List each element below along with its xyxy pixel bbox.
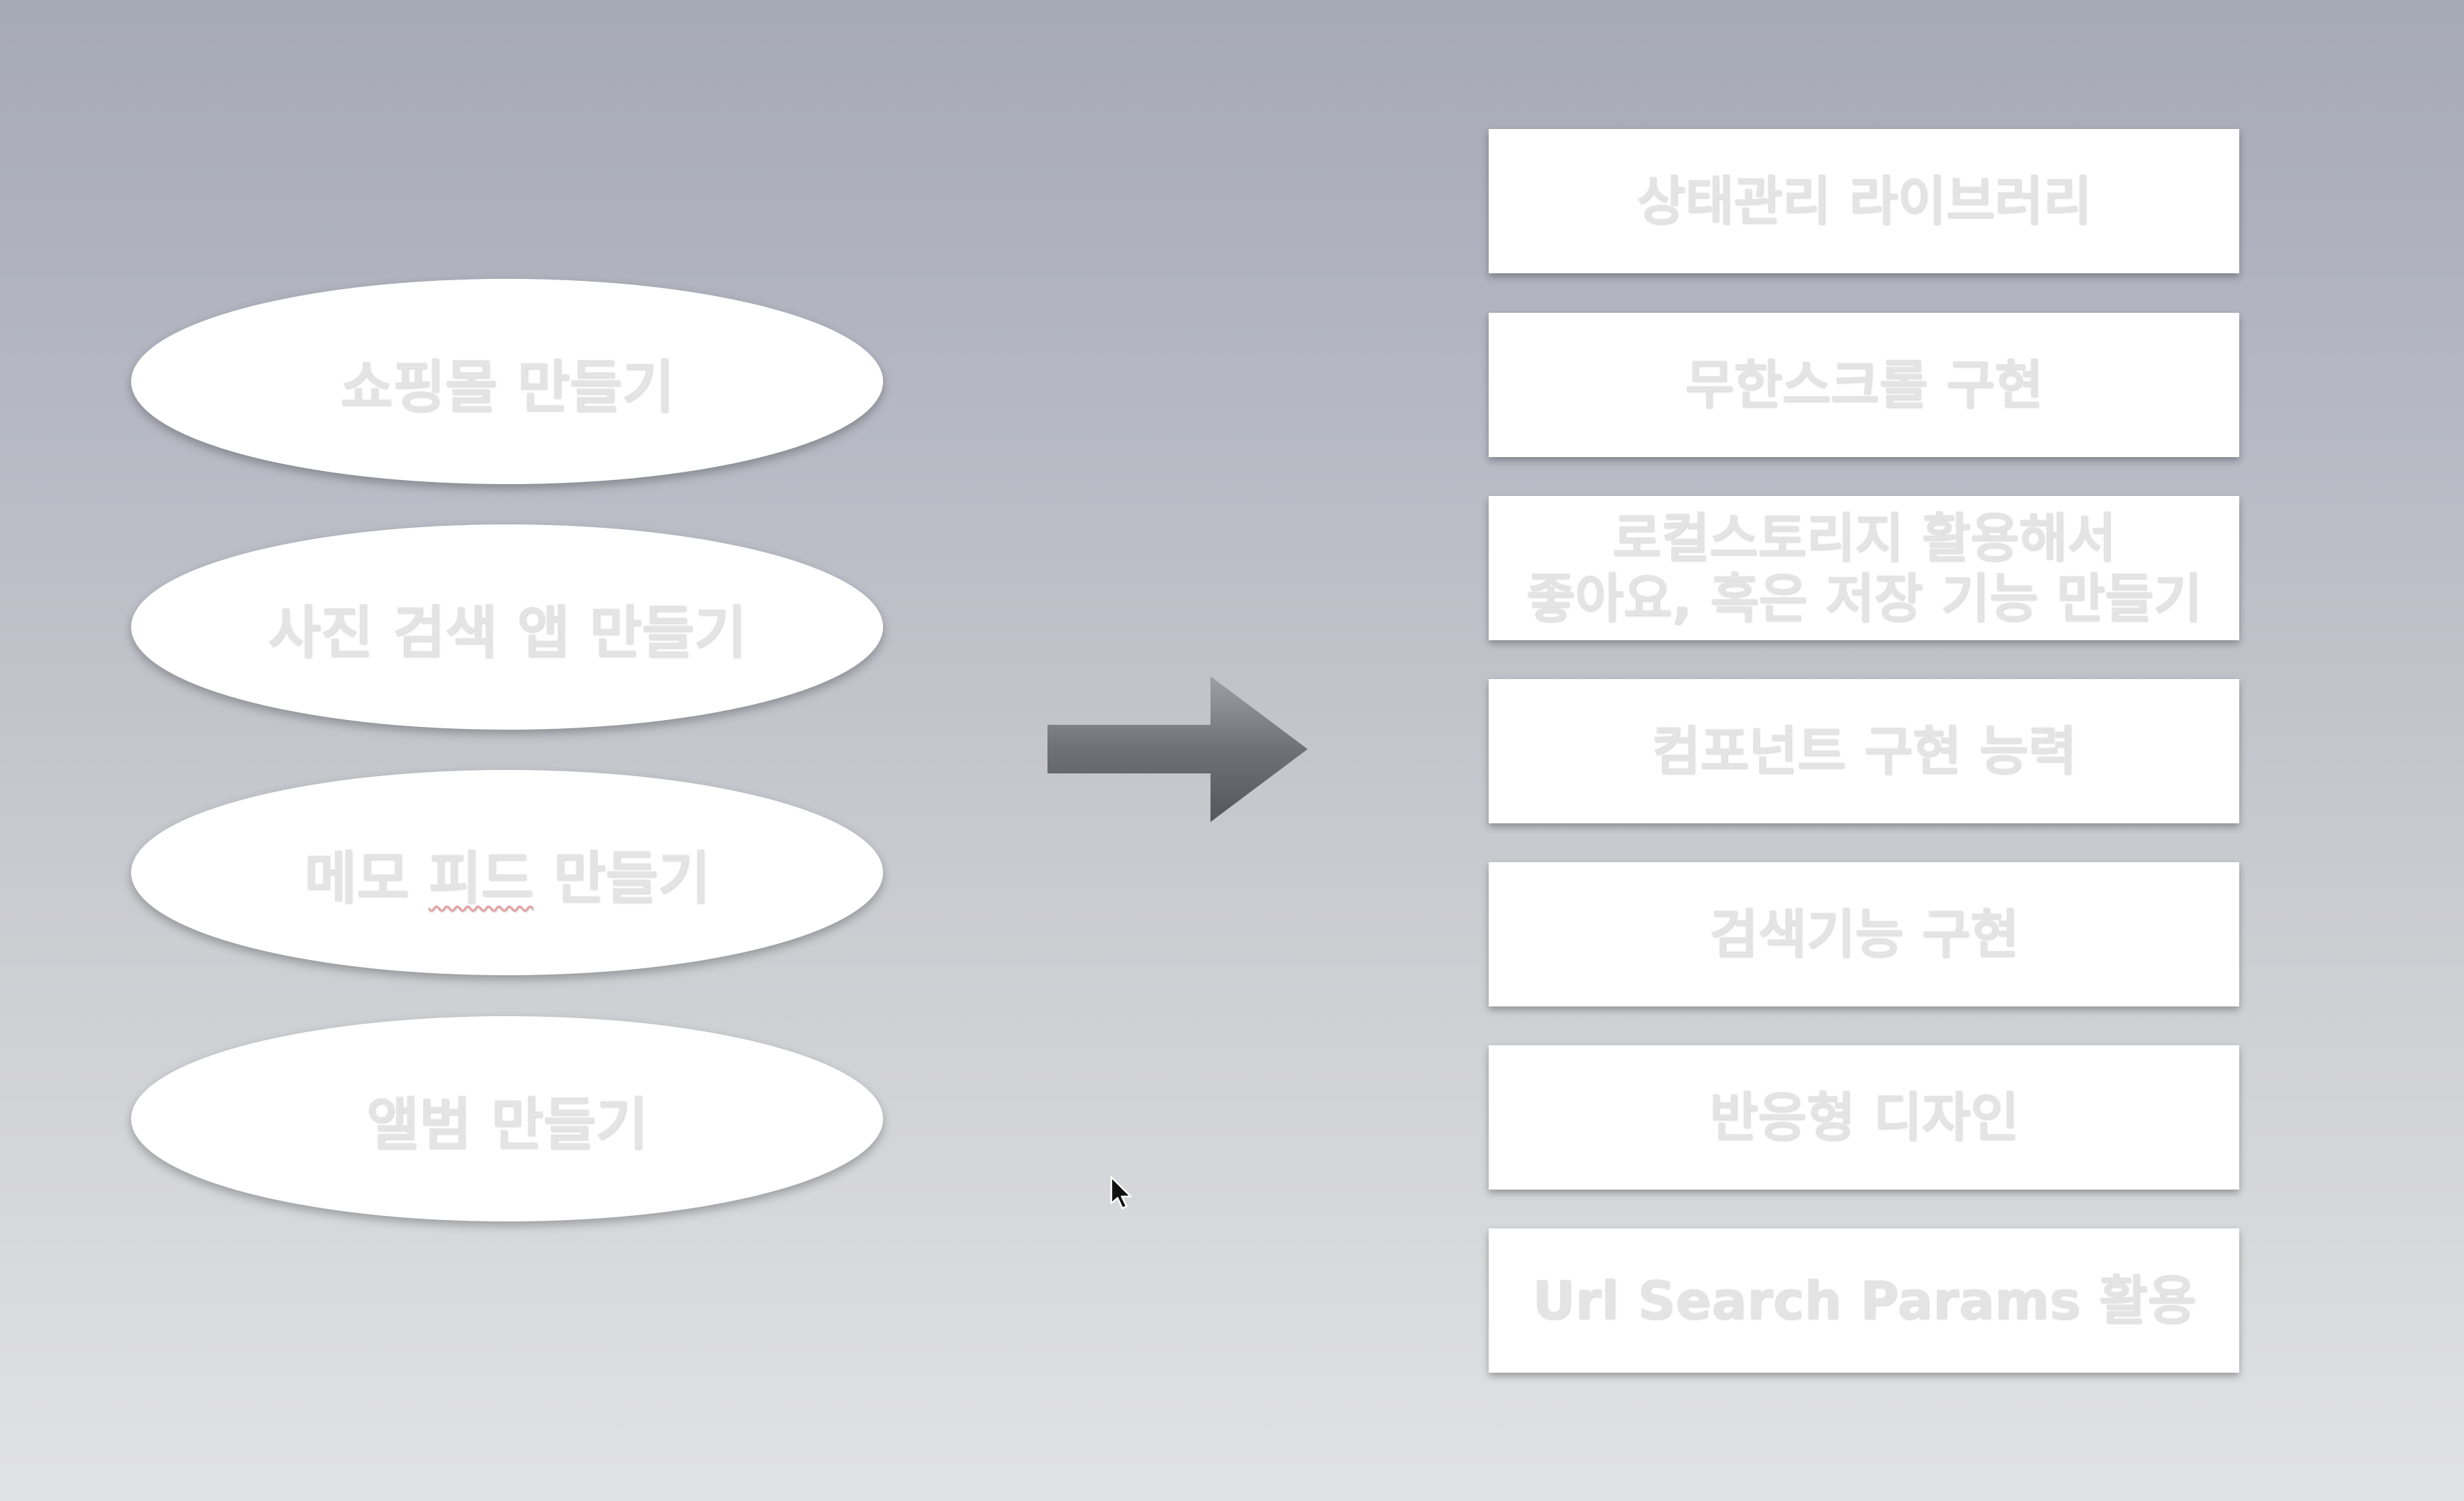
- skill-label: 컴포넌트 구현 능력: [1651, 720, 2077, 782]
- project-ellipse-album: 앨범 만들기: [131, 1016, 883, 1221]
- project-ellipse-shopping-mall: 쇼핑몰 만들기: [131, 279, 883, 484]
- skill-box-component: 컴포넌트 구현 능력: [1489, 679, 2239, 823]
- skill-box-responsive-design: 반응형 디자인: [1489, 1045, 2239, 1190]
- right-arrow-icon: [1047, 676, 1308, 822]
- project-label-part: 만들기: [533, 845, 710, 911]
- skill-label: 로컬스토리지 활용해서 좋아요, 혹은 저장 기능 만들기: [1526, 506, 2202, 629]
- skill-label: 무한스크롤 구현: [1685, 354, 2043, 416]
- project-label-part-spellcheck: 피드: [428, 845, 533, 911]
- project-label-part: 메모: [304, 845, 429, 911]
- project-label: 앨범 만들기: [366, 1091, 648, 1158]
- skill-label: 검색기능 구현: [1709, 903, 2019, 966]
- skill-box-state-management: 상태관리 라이브러리: [1489, 129, 2239, 273]
- project-label: 메모 피드 만들기: [304, 832, 710, 914]
- skill-box-local-storage: 로컬스토리지 활용해서 좋아요, 혹은 저장 기능 만들기: [1489, 496, 2239, 640]
- mouse-cursor-icon: [1110, 1176, 1132, 1210]
- skill-box-infinite-scroll: 무한스크롤 구현: [1489, 313, 2239, 457]
- skill-box-search: 검색기능 구현: [1489, 862, 2239, 1006]
- project-label: 사진 검색 앱 만들기: [268, 599, 746, 666]
- skill-box-url-search-params: Url Search Params 활용: [1489, 1228, 2239, 1373]
- skill-label: 반응형 디자인: [1709, 1086, 2019, 1149]
- project-ellipse-photo-search-app: 사진 검색 앱 만들기: [131, 524, 883, 730]
- skill-label: Url Search Params 활용: [1532, 1269, 2196, 1332]
- skill-label: 상태관리 라이브러리: [1636, 170, 2091, 232]
- project-ellipse-memo-feed: 메모 피드 만들기: [131, 770, 883, 975]
- project-label: 쇼핑몰 만들기: [340, 354, 674, 420]
